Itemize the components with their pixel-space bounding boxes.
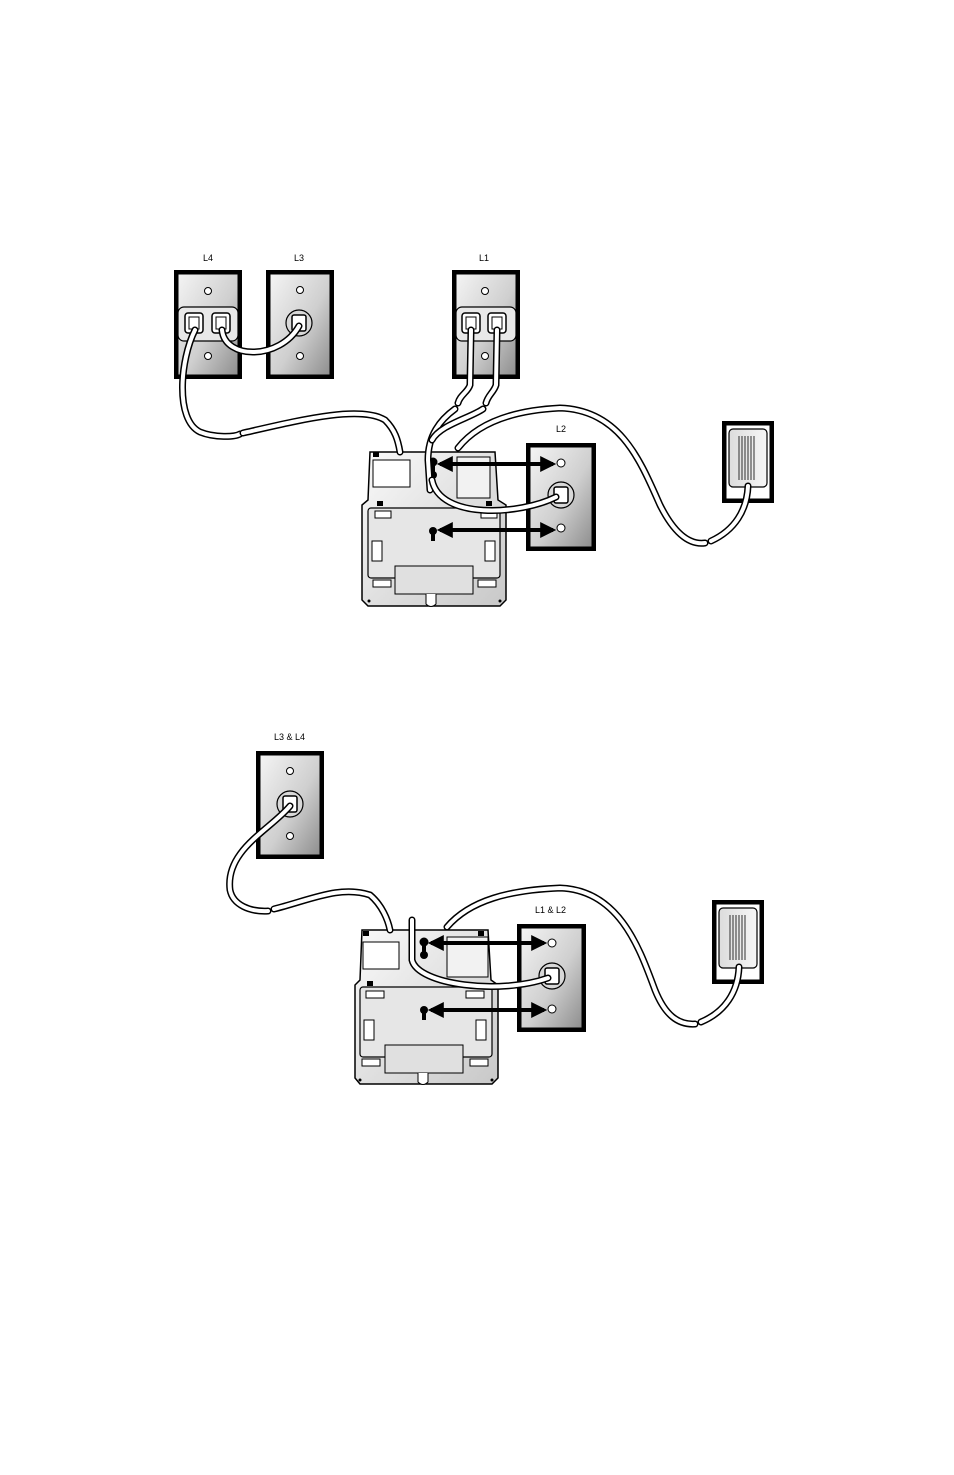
wall-plate-l2 bbox=[526, 443, 596, 551]
screw-icon bbox=[482, 288, 489, 295]
screw-icon bbox=[297, 287, 304, 294]
screw-icon bbox=[297, 353, 304, 360]
label-l1-l2: L1 & L2 bbox=[535, 905, 566, 915]
screw-icon bbox=[205, 288, 212, 295]
screw-icon bbox=[557, 459, 565, 467]
top-diagram: L4 L3 L1 L2 bbox=[174, 253, 774, 607]
label-l3: L3 bbox=[294, 253, 304, 263]
wall-plate-l1 bbox=[452, 270, 520, 379]
screw-icon bbox=[557, 524, 565, 532]
screw-icon bbox=[482, 353, 489, 360]
label-l3-l4: L3 & L4 bbox=[274, 732, 305, 742]
bottom-diagram: L3 & L4 L1 & L2 bbox=[230, 732, 764, 1085]
screw-icon bbox=[287, 768, 294, 775]
label-l1: L1 bbox=[479, 253, 489, 263]
phone-base bbox=[355, 930, 498, 1085]
screw-icon bbox=[287, 833, 294, 840]
label-l4: L4 bbox=[203, 253, 213, 263]
screw-icon bbox=[548, 1005, 556, 1013]
screw-icon bbox=[205, 353, 212, 360]
screw-icon bbox=[548, 939, 556, 947]
label-l2: L2 bbox=[556, 424, 566, 434]
